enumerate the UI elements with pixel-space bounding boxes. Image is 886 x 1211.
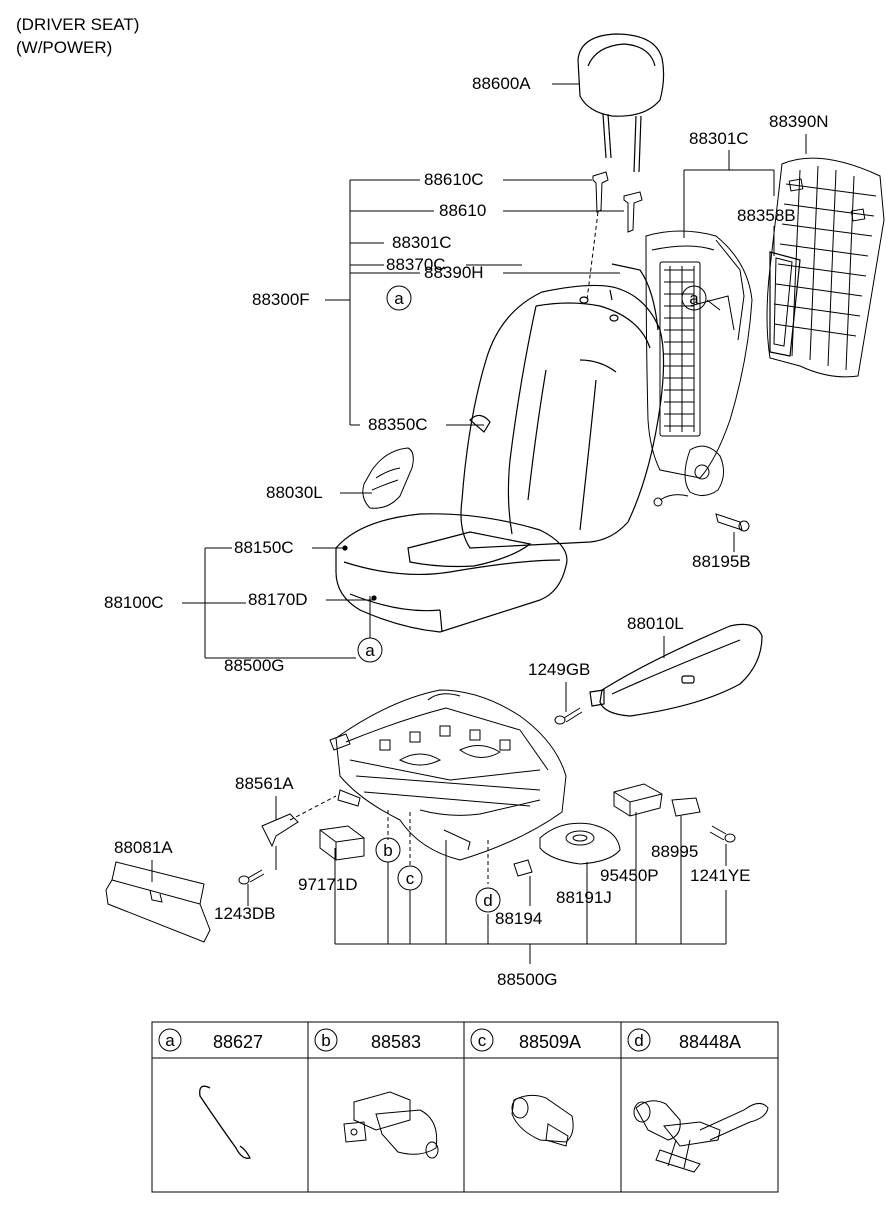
part-label-88995: 88995 (651, 842, 699, 861)
seatback-cover-illustration (460, 263, 665, 549)
unit-88191J-illustration (539, 822, 621, 865)
part-label-88500G-bottom: 88500G (497, 970, 558, 989)
legend-img-c (511, 1094, 574, 1147)
part-label-88561A: 88561A (235, 774, 294, 793)
header-power: (W/POWER) (16, 38, 113, 57)
part-label-88610: 88610 (439, 201, 487, 220)
legend-part-c: 88509A (519, 1032, 581, 1052)
screw-1243DB-illustration (238, 869, 265, 885)
callout-text-a1: a (394, 289, 404, 308)
seatback-board-illustration (766, 157, 885, 378)
part-label-88610C: 88610C (424, 170, 484, 189)
part-label-88390H: 88390H (424, 263, 484, 282)
legend-img-d (633, 1100, 769, 1173)
callout-circles: a a a b c d (357, 285, 707, 913)
legend-letter-c: c (478, 1031, 487, 1050)
part-label-88194: 88194 (495, 909, 543, 928)
part-label-88358B: 88358B (737, 206, 796, 225)
legend-table: a b c d 88627 88583 88509A 88448A (151, 1021, 779, 1193)
part-label-88100C: 88100C (104, 593, 164, 612)
part-label-88195B: 88195B (692, 552, 751, 571)
header-driver-seat: (DRIVER SEAT) (16, 15, 140, 34)
legend-img-b (343, 1091, 439, 1159)
part-label-88301C: 88301C (392, 233, 452, 252)
part-label-88030L: 88030L (266, 483, 323, 502)
bracket-88561A-illustration (261, 813, 299, 848)
part-label-88301C-top: 88301C (689, 129, 749, 148)
legend-letter-a: a (165, 1031, 175, 1050)
trim-88030L-illustration (362, 447, 414, 509)
leader-lines (151, 134, 807, 964)
screw-1249GB-illustration (554, 707, 583, 725)
clip-88194-illustration (513, 859, 533, 877)
headrest-illustration (577, 33, 665, 173)
legend-letter-b: b (321, 1031, 330, 1050)
callout-d (475, 887, 501, 913)
callout-text-a3: a (365, 641, 375, 660)
part-label-88150C: 88150C (234, 538, 294, 557)
callout-line-a-frame (706, 299, 721, 311)
seat-track-illustration (329, 689, 567, 861)
callout-a-frame (681, 285, 707, 311)
part-label-88370C: 88370C (386, 255, 446, 274)
side-cover-88010L-illustration (589, 623, 763, 717)
headrest-guide-illustration (586, 171, 643, 301)
part-label-97171D: 97171D (298, 875, 358, 894)
callout-text-b: b (383, 841, 392, 860)
callout-c (397, 865, 423, 891)
pad-88995-illustration (671, 797, 701, 817)
part-label-88300F: 88300F (252, 290, 310, 309)
part-label-88390N: 88390N (769, 112, 829, 131)
legend-part-a: 88627 (213, 1032, 263, 1052)
part-label-1243DB: 1243DB (214, 904, 276, 923)
part-label-88600A: 88600A (472, 74, 531, 93)
callout-a-88300F (386, 285, 412, 311)
cover-88081A-illustration (105, 861, 211, 943)
callout-a-cushion (357, 637, 383, 663)
callout-text-d: d (483, 891, 492, 910)
part-label-1241YE: 1241YE (690, 866, 751, 885)
module-97171D-illustration (319, 825, 365, 861)
legend-img-a (199, 1085, 251, 1159)
callout-text-a2: a (689, 289, 699, 308)
callout-b (375, 837, 401, 863)
seatback-frame-illustration (645, 230, 753, 507)
part-label-88191J: 88191J (556, 888, 612, 907)
seat-cushion-illustration (335, 513, 568, 633)
part-label-95450P: 95450P (600, 866, 659, 885)
part-label-88500G-mid: 88500G (224, 656, 285, 675)
module-95450P-illustration (613, 783, 663, 817)
legend-part-d: 88448A (679, 1032, 741, 1052)
part-label-88081A: 88081A (114, 838, 173, 857)
part-label-88010L: 88010L (627, 614, 684, 633)
dash-88561A (289, 795, 337, 821)
screw-1241YE-illustration (709, 825, 736, 843)
callout-text-c: c (406, 869, 415, 888)
part-label-88350C: 88350C (368, 415, 428, 434)
legend-part-b: 88583 (371, 1032, 421, 1052)
part-label-1249GB: 1249GB (528, 660, 591, 679)
legend-letter-d: d (634, 1031, 643, 1050)
bolt-88195B-illustration (715, 513, 750, 546)
part-label-88170D: 88170D (248, 590, 308, 609)
